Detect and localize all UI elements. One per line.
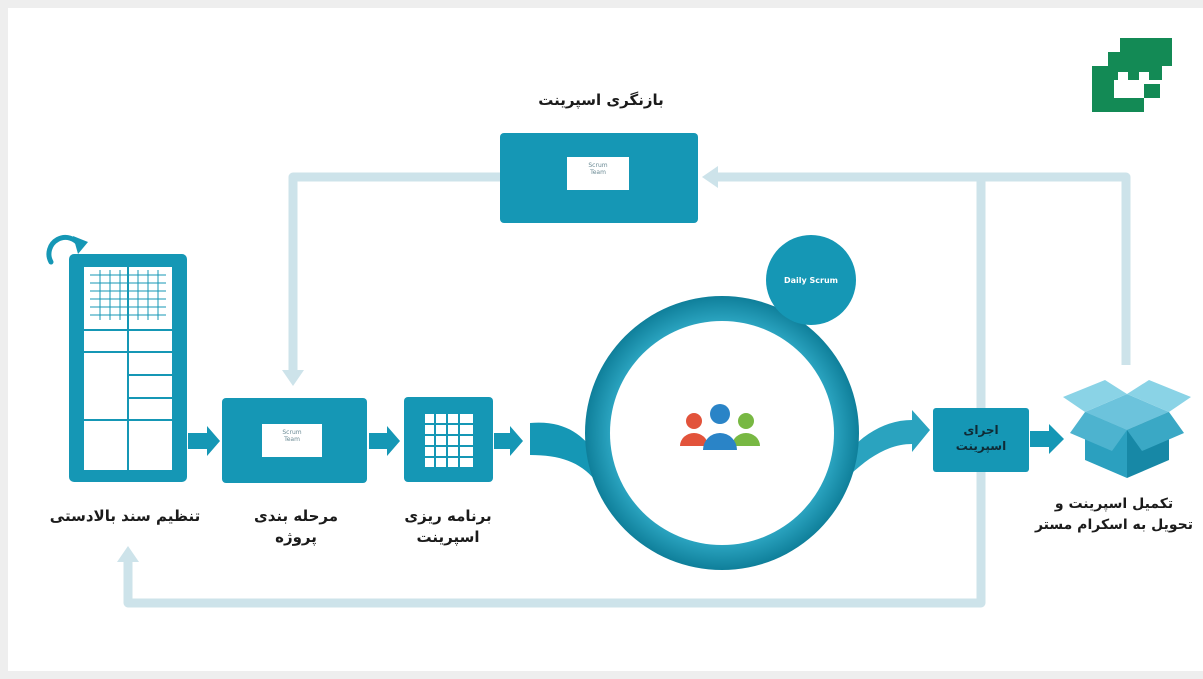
sprint-execution-line2: اسپرینت [955,439,1007,453]
flow-arrows [188,424,1064,456]
backlog-grid [82,265,174,472]
sprint-delivery-line1: تکمیل اسپرینت و [1054,496,1174,512]
sprint-planning-line2: اسپرینت [416,528,480,546]
arrow-phasing-to-planning [369,426,400,456]
sprint-planning-line1: برنامه ریزی [404,507,492,525]
sprint-execution-line1: اجرای [963,423,999,437]
arrow-backlog-to-phasing [188,426,220,456]
arrow-planning-to-cycle [494,426,523,456]
daily-scrum-label: Daily Scrum [783,276,838,285]
scrum-team-card-line1: Scrum [588,162,608,169]
daily-scrum-circle [766,235,856,325]
scrum-team-card-line2: Team [284,436,300,443]
sprint-planning-label: برنامه ریزی اسپرینت [388,506,508,548]
sprint-execution-label: اجرای اسپرینت [936,422,1026,454]
sprint-cycle-inner [610,321,834,545]
backlog-arrowhead [117,546,139,562]
scrum-team-card-phasing: Scrum Team [262,424,322,457]
feedback-loop-lines [123,172,1131,608]
project-phasing-label: مرحله بندی پروژه [236,506,356,548]
project-phasing-line1: مرحله بندی [253,507,339,525]
sprint-planning-sheet [425,414,473,467]
box-icon [1063,380,1191,478]
arrow-execution-to-delivery [1030,424,1064,454]
scrum-team-card-line2: Team [590,169,606,176]
swoosh-out [848,410,930,475]
swoosh-in [530,422,595,480]
sprint-execution-box [933,408,1029,472]
execution-to-backlog-line [123,455,986,608]
phasing-arrowhead [282,370,304,386]
scrum-team-card-retrospective: Scrum Team [567,157,629,190]
refresh-icon [46,234,88,265]
sprint-planning-grid [425,414,473,467]
project-phasing-line2: پروژه [275,528,317,546]
sprint-delivery-label: تکمیل اسپرینت و تحویل به اسکرام مستر [1028,494,1200,536]
retrospective-to-phasing-line [288,172,500,372]
logo-icon [1092,38,1172,112]
delivery-to-retrospective-line [715,172,1131,365]
backlog-setup-label: تنظیم سند بالادستی [49,507,201,525]
sprint-delivery-line2: تحویل به اسکرام مستر [1034,517,1194,533]
team-icon [680,404,760,450]
retrospective-arrowhead [702,166,718,188]
scrum-team-card-line1: Scrum [282,429,302,436]
sprint-retrospective-label: بازنگری اسپرینت [538,91,664,109]
backlog-mini-grid [90,270,166,320]
diagram-canvas [8,8,1203,671]
